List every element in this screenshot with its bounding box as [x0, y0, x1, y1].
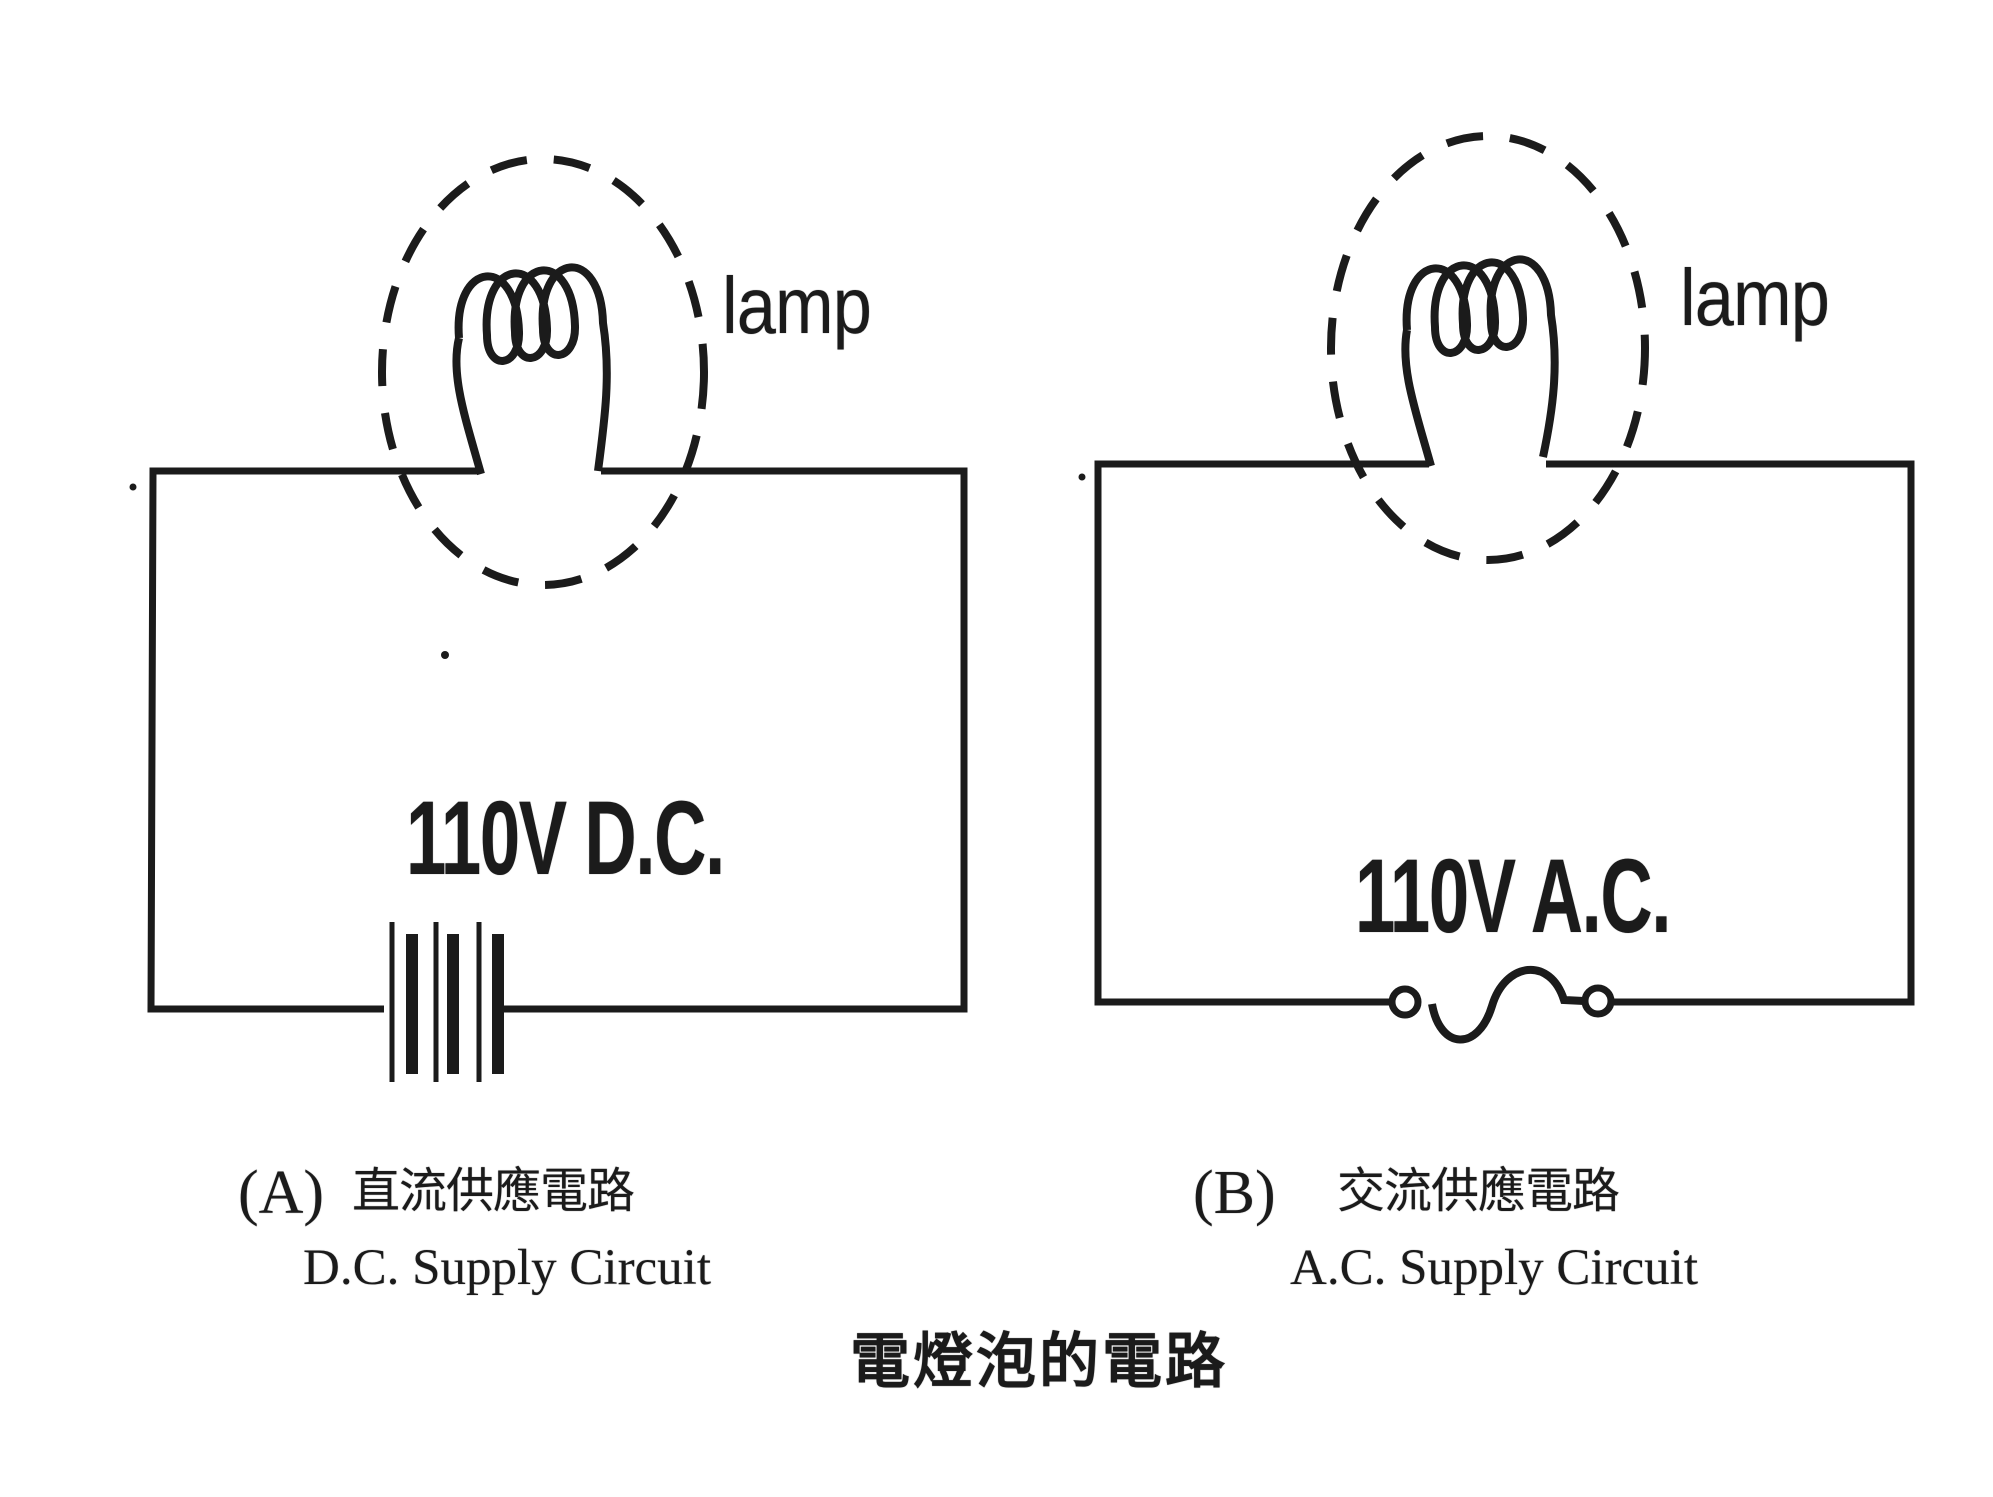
voltage-label-dc: 110V D.C. [406, 780, 725, 897]
caption-index-a: (A) [238, 1159, 325, 1227]
caption-chinese-a: 直流供應電路 [352, 1165, 635, 1218]
lamp-label-a: lamp [722, 261, 872, 350]
lamp-label-b: lamp [1680, 253, 1830, 342]
scan-specks [129, 473, 1086, 659]
lamp-filament-a [452, 263, 611, 476]
caption-english-a: D.C. Supply Circuit [303, 1240, 712, 1296]
lamp-bulb-outline-a [378, 155, 708, 589]
diagram-title: 電燈泡的電路 [850, 1329, 1228, 1395]
ac-source-symbol [1388, 966, 1615, 1044]
lamp-bulb-outline-b [1327, 132, 1649, 564]
caption-chinese-b: 交流供應電路 [1337, 1165, 1620, 1218]
battery-symbol [389, 922, 504, 1082]
caption-index-b: (B) [1193, 1159, 1276, 1227]
circuit-b-wires [1094, 460, 1915, 1006]
voltage-label-ac: 110V A.C. [1355, 838, 1672, 955]
caption-english-b: A.C. Supply Circuit [1290, 1240, 1699, 1296]
lamp-filament-b [1401, 255, 1559, 468]
circuit-a-wires [147, 467, 968, 1013]
